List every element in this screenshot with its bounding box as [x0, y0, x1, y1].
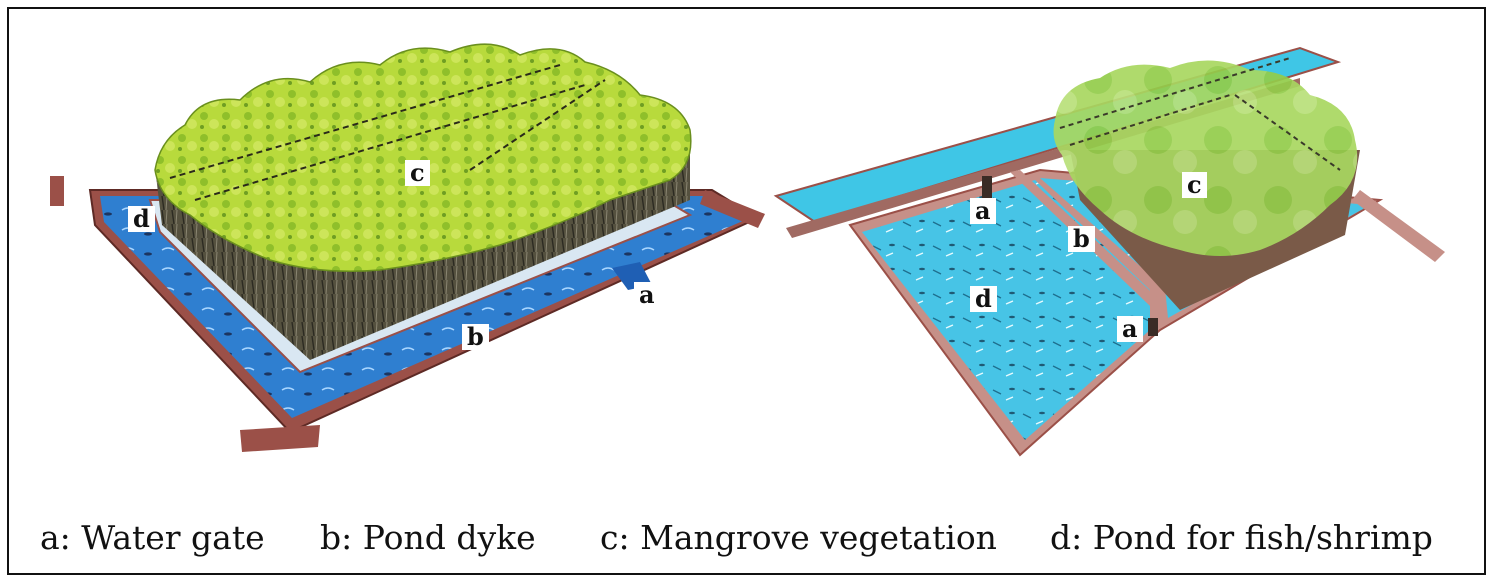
left-mangrove-canopy — [154, 43, 692, 272]
left-label-a: a — [634, 282, 660, 308]
left-dyke-end-right — [700, 190, 765, 228]
left-canopy-rows — [169, 64, 606, 201]
right-label-c: c — [1182, 172, 1207, 198]
right-label-a-bottom: a — [1117, 316, 1143, 342]
right-mangrove-canopy — [1053, 60, 1358, 257]
legend-pond-dyke: b: Pond dyke — [320, 518, 536, 557]
legend-water-gate: a: Water gate — [40, 518, 265, 557]
right-pond-diagram — [773, 46, 1445, 457]
right-label-b: b — [1068, 226, 1095, 252]
right-dyke-arm — [1352, 190, 1445, 262]
left-dyke-end-left — [50, 176, 64, 206]
legend-pond-fish-shrimp: d: Pond for fish/shrimp — [1050, 518, 1433, 557]
left-label-c: c — [405, 160, 430, 186]
left-dyke-end-bottom — [240, 425, 320, 452]
right-label-a-top: a — [970, 198, 996, 224]
right-canopy-rows — [1059, 57, 1341, 171]
left-label-d: d — [128, 206, 155, 232]
right-water-gate-top — [982, 176, 992, 198]
legend-mangrove-vegetation: c: Mangrove vegetation — [600, 518, 997, 557]
left-label-b: b — [462, 324, 489, 350]
left-pond-diagram — [50, 43, 765, 452]
right-water-gate-bottom — [1148, 318, 1158, 336]
right-label-d: d — [970, 286, 997, 312]
